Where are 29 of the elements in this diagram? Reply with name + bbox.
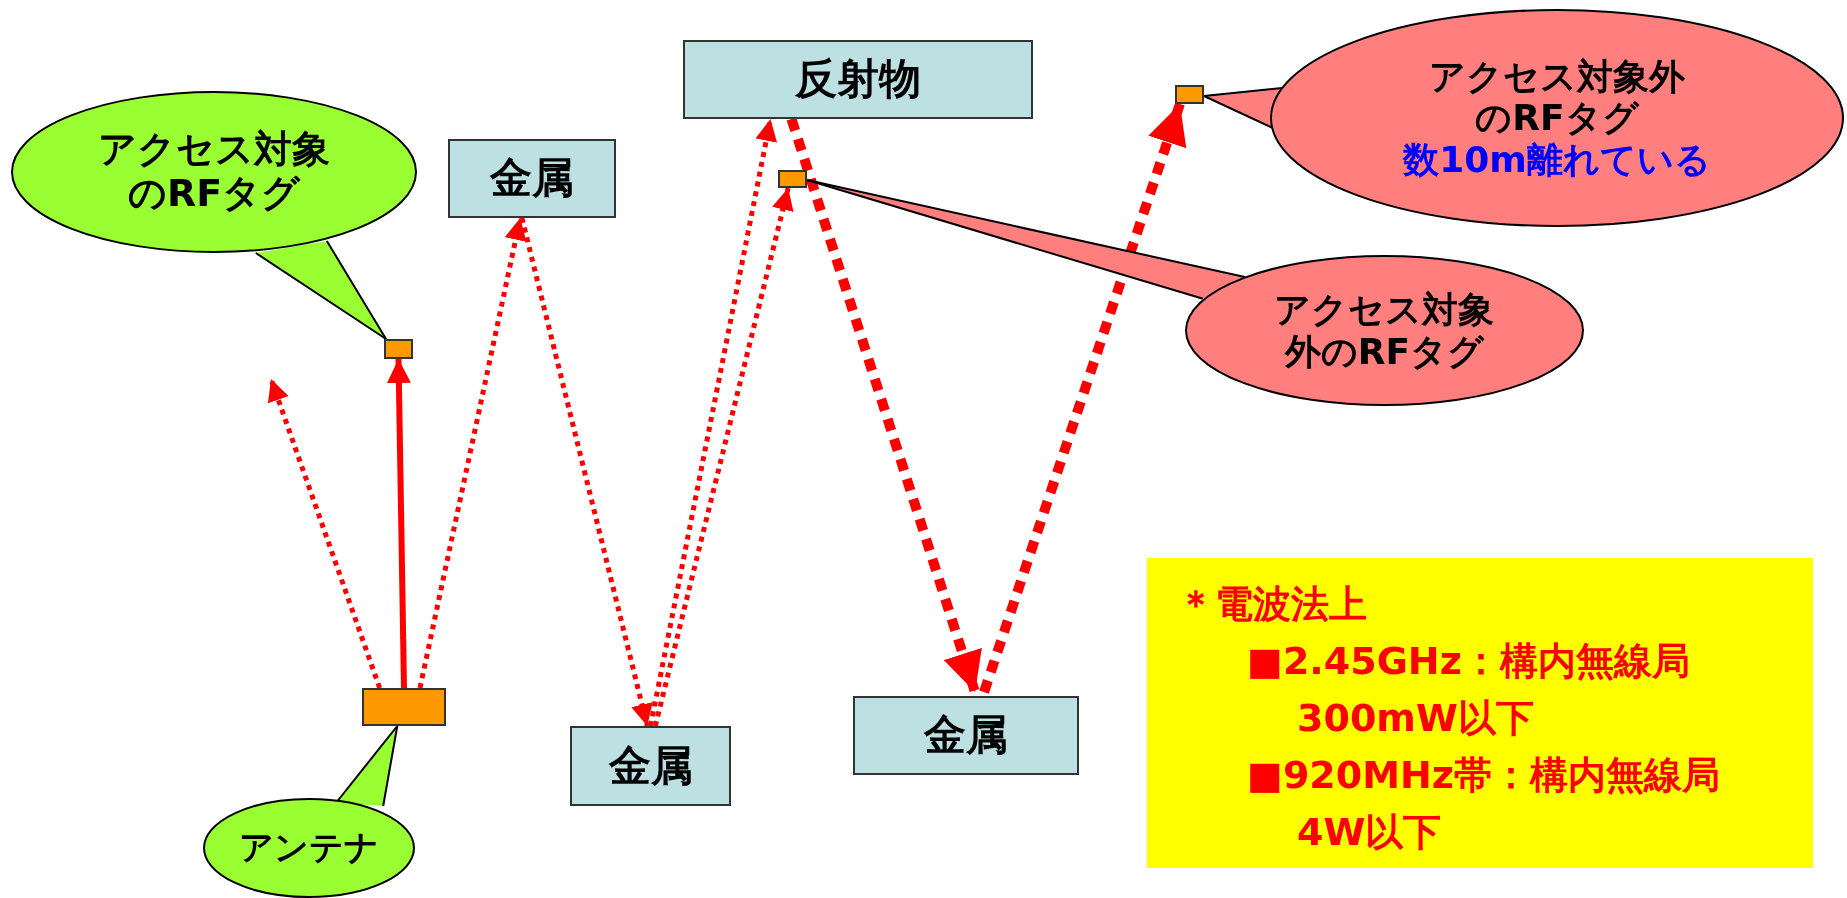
note-panel: [1147, 558, 1813, 868]
tag-box: [1175, 85, 1204, 104]
metal-box: [570, 726, 731, 806]
label: 数10m離れている: [1403, 138, 1711, 181]
label: アクセス対象外のRFタグ: [1273, 289, 1496, 372]
arrow: [648, 118, 777, 727]
note-text: ■2.45GHz：構内無線局 300mW以下: [1247, 638, 1691, 742]
arrow: [652, 187, 794, 727]
label: 金属: [608, 741, 693, 791]
arrow: [417, 217, 527, 689]
arrow: [979, 102, 1187, 694]
label: アクセス対象のRFタグ: [97, 128, 331, 216]
tag-box: [778, 170, 807, 188]
metal-box: [448, 139, 616, 218]
tag-box: [384, 339, 413, 359]
antenna-box: [362, 688, 446, 726]
label: 反射物: [795, 55, 921, 104]
metal-box: [853, 696, 1079, 775]
arrow: [786, 117, 982, 694]
label: 金属: [924, 711, 1008, 760]
label: アンテナ: [239, 828, 379, 868]
label: 金属: [490, 154, 574, 203]
arrow: [267, 378, 382, 689]
note-text: ＊電波法上: [1177, 581, 1367, 628]
label: アクセス対象外のRFタグ: [1428, 55, 1686, 139]
note-text: ■920MHz帯：構内無線局 4W以下: [1247, 752, 1721, 856]
reflector-box: [683, 40, 1033, 119]
arrow: [519, 217, 653, 727]
arrow: [386, 358, 411, 689]
